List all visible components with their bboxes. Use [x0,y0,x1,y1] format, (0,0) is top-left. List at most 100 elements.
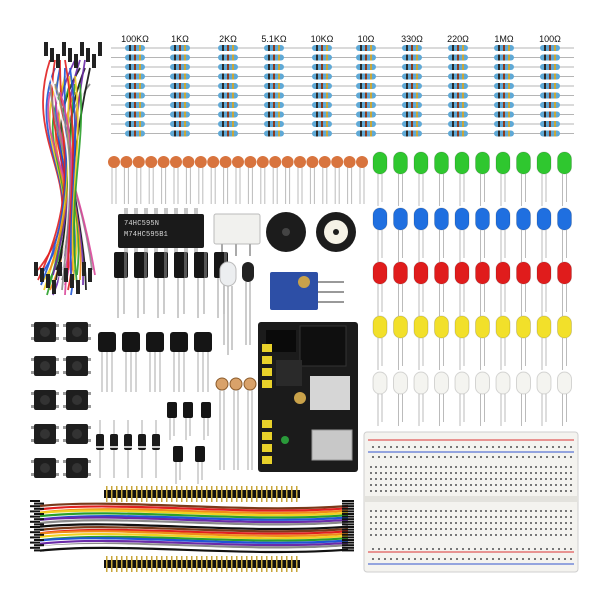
led [454,207,470,231]
led [413,315,429,339]
small-capacitor [167,402,177,418]
jumper-wire-bundle-icon [34,42,102,296]
resistor-label: 1MΩ [494,34,514,44]
led [434,261,449,285]
optocoupler [213,213,261,256]
ribbon-wire [39,530,349,538]
ceramic-capacitor [294,156,306,168]
led [372,315,388,339]
small-capacitor [183,402,193,418]
ceramic-capacitor [182,156,195,168]
ribbon-wire [39,512,349,519]
ceramic-capacitor [108,156,120,168]
jumper-wire [71,75,79,281]
transistor [170,332,188,352]
jumper-wire [69,67,77,276]
led [516,207,531,231]
ceramic-capacitor [269,156,282,168]
jumper-wire [37,59,66,281]
ribbon-wire [39,537,349,544]
led [475,371,490,395]
ceramic-capacitor [331,156,344,168]
resistor-label: 10KΩ [310,34,334,44]
led [454,261,470,285]
led [495,315,511,339]
led [516,261,531,285]
led [413,207,429,231]
resistor-grid [111,45,574,137]
ribbon-wire [39,519,349,526]
ceramic-capacitor [356,156,368,168]
dupont-ribbon-cable-icon [30,500,354,554]
breadboard-power-module-icon [258,322,358,472]
ribbon-wire [39,505,349,512]
led [454,371,470,395]
small-capacitor [201,402,211,418]
led [475,315,490,339]
resistor-label: 100Ω [539,34,561,44]
led-grid [372,151,572,426]
ceramic-capacitor [120,156,133,168]
led [372,207,388,231]
transistor-row [98,332,212,392]
led [536,371,552,395]
transistor [194,332,212,352]
ceramic-capacitor [281,156,294,168]
photoresistor [243,377,257,391]
led [454,315,470,339]
small-capacitors [167,402,211,484]
resistor-label: 10Ω [357,34,375,44]
diode-row [96,420,160,478]
transistor [146,332,164,352]
photoresistor [215,377,229,391]
ribbon-wire [39,526,349,533]
ceramic-capacitor [343,156,356,168]
led [475,207,490,231]
led [393,151,408,175]
pin-header-top [104,486,300,502]
photoresistor-row [215,377,257,470]
led [536,151,552,175]
ceramic-capacitor [256,156,269,168]
led [372,151,388,175]
led [475,151,490,175]
ceramic-capacitor [194,156,207,168]
led [557,261,572,285]
led [434,207,449,231]
resistor-label: 330Ω [401,34,423,44]
resistor-label: 1KΩ [171,34,189,44]
led [495,151,511,175]
jumper-wire [73,83,83,286]
ic-marking-line1: 74HC595N [124,220,160,228]
led [434,151,449,175]
led [475,261,490,285]
ceramic-capacitor [157,156,170,168]
ceramic-capacitor [232,156,244,168]
led [516,371,531,395]
ceramic-capacitor [244,156,257,168]
led [536,261,552,285]
led [516,315,531,339]
led [372,261,388,285]
jumper-wire [59,91,73,296]
led [413,371,429,395]
led [413,261,429,285]
led [454,151,470,175]
led [557,151,572,175]
led [393,371,408,395]
led [372,371,388,395]
jumper-wire [40,67,68,286]
transistor [98,332,116,352]
ceramic-capacitor [219,156,232,168]
led [536,315,552,339]
led [393,207,408,231]
led [557,315,572,339]
led [393,315,408,339]
led [434,371,449,395]
led [557,207,572,231]
ribbon-wire [39,539,349,547]
ceramic-capacitor [170,156,182,168]
ribbon-wire [39,546,349,554]
